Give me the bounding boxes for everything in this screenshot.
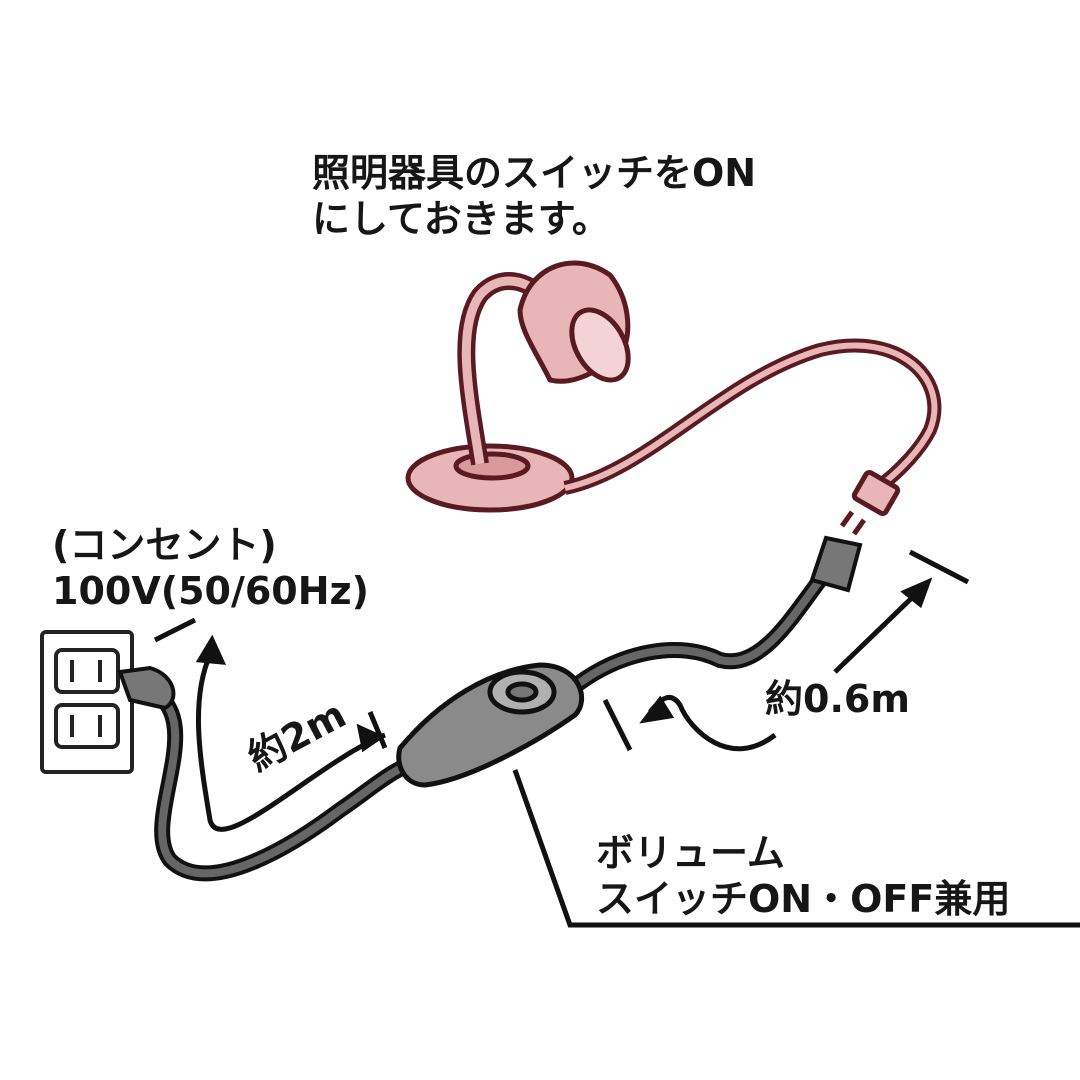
cord-length-0.6m: 約0.6m bbox=[765, 677, 910, 721]
switch-label: ボリューム スイッチON・OFF兼用 bbox=[596, 830, 1010, 922]
wall-plug bbox=[117, 665, 176, 711]
outlet-label-line1: (コンセント) bbox=[52, 523, 277, 567]
dimmer-cord bbox=[142, 572, 828, 882]
lamp-instruction-line2: にしておきます。 bbox=[312, 197, 610, 241]
desk-lamp bbox=[405, 260, 942, 536]
switch-label-line1: ボリューム bbox=[596, 831, 785, 875]
measurement-marks bbox=[153, 549, 970, 832]
lamp-plug bbox=[851, 469, 901, 517]
switch-leader-line bbox=[512, 769, 1080, 928]
switch-label-line2: スイッチON・OFF兼用 bbox=[596, 877, 1011, 921]
dimmer-switch bbox=[396, 662, 585, 788]
outlet-voltage: 100V(50/60Hz) bbox=[52, 569, 370, 613]
lamp-instruction-line1: 照明器具のスイッチをON bbox=[312, 151, 757, 195]
socket-connector bbox=[809, 535, 863, 593]
lamp-instruction: 照明器具のスイッチをON にしておきます。 bbox=[312, 150, 756, 242]
outlet-label: (コンセント) 100V(50/60Hz) bbox=[52, 522, 369, 614]
wall-outlet bbox=[40, 630, 134, 774]
